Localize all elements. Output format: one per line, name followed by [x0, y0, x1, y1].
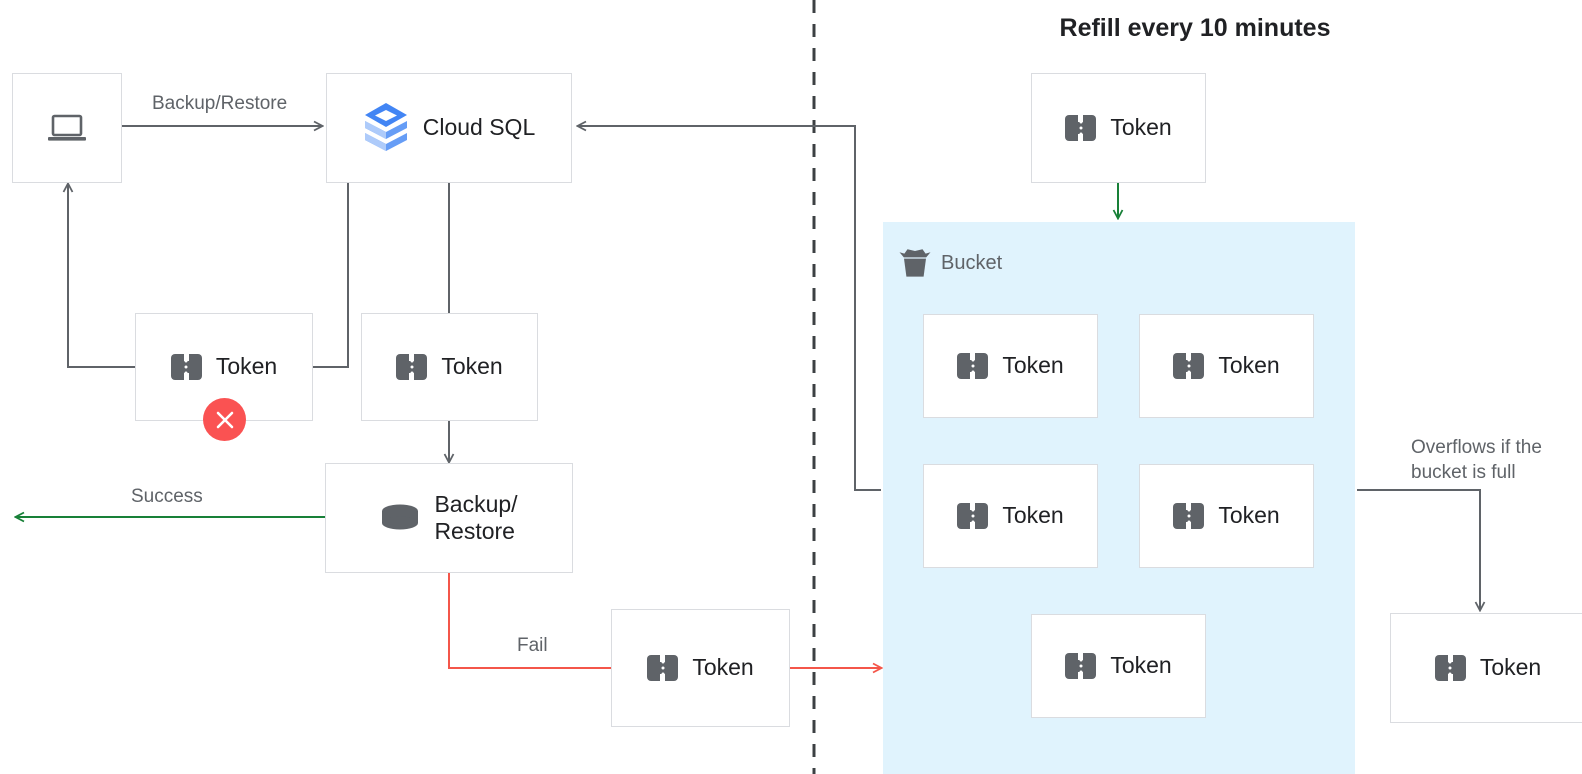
token-icon: [1065, 653, 1097, 679]
bucket-region: Bucket Token Token: [883, 222, 1355, 774]
bucket-token-3[interactable]: Token: [923, 464, 1098, 568]
token-icon: [396, 354, 428, 380]
token-icon: [1173, 503, 1205, 529]
token-refill-node[interactable]: Token: [1031, 73, 1206, 183]
bucket-token-4[interactable]: Token: [1139, 464, 1314, 568]
token-label: Token: [1218, 502, 1280, 529]
edge-token-failed-to-client: [68, 184, 135, 368]
token-icon: [957, 503, 989, 529]
token-icon: [1065, 115, 1097, 141]
close-icon: [216, 411, 233, 428]
token-label: Token: [692, 654, 754, 681]
token-icon: [1173, 353, 1205, 379]
edge-cloudsql-to-token-failed: [313, 182, 349, 368]
edge-bucket-overflow: [1357, 489, 1480, 610]
edge-label-fail: Fail: [517, 635, 548, 656]
token-label: Token: [1002, 502, 1064, 529]
database-icon: [382, 504, 419, 530]
edge-bucket-to-cloudsql: [578, 126, 881, 491]
token-fail-path-node[interactable]: Token: [611, 609, 790, 727]
token-label: Token: [1479, 654, 1542, 681]
status-badge-error: [203, 398, 246, 441]
token-label: Token: [1002, 352, 1064, 379]
token-label: Token: [1110, 652, 1172, 679]
edge-label-backup-restore: Backup/Restore: [152, 93, 288, 114]
cloud-sql-logo: [364, 103, 407, 151]
bucket-header: Bucket: [898, 248, 1002, 278]
token-label: Token: [1218, 352, 1280, 379]
edge-label-success: Success: [131, 486, 203, 507]
bucket-token-1[interactable]: Token: [923, 314, 1098, 418]
edge-label-overflow: Overflows if the bucket is full: [1411, 437, 1542, 483]
client-node[interactable]: [12, 73, 122, 183]
backup-restore-label: Backup/ Restore: [434, 490, 518, 544]
token-icon: [647, 655, 679, 681]
cloud-sql-label: Cloud SQL: [422, 114, 536, 141]
bucket-token-5[interactable]: Token: [1031, 614, 1206, 718]
page-title: Refill every 10 minutes: [1059, 14, 1331, 42]
bucket-token-2[interactable]: Token: [1139, 314, 1314, 418]
cloud-sql-node[interactable]: Cloud SQL: [326, 73, 572, 183]
laptop-icon: [48, 114, 86, 141]
token-label: Token: [215, 353, 278, 380]
token-icon: [1434, 655, 1466, 681]
bucket-label: Bucket: [941, 251, 1003, 274]
token-icon: [170, 354, 202, 380]
backup-restore-node[interactable]: Backup/ Restore: [325, 463, 573, 573]
token-label: Token: [441, 353, 503, 380]
token-icon: [957, 353, 989, 379]
pail-icon: [899, 249, 931, 277]
token-label: Token: [1110, 114, 1172, 141]
token-consumed-node[interactable]: Token: [361, 313, 538, 421]
token-overflow-node[interactable]: Token: [1390, 613, 1582, 723]
